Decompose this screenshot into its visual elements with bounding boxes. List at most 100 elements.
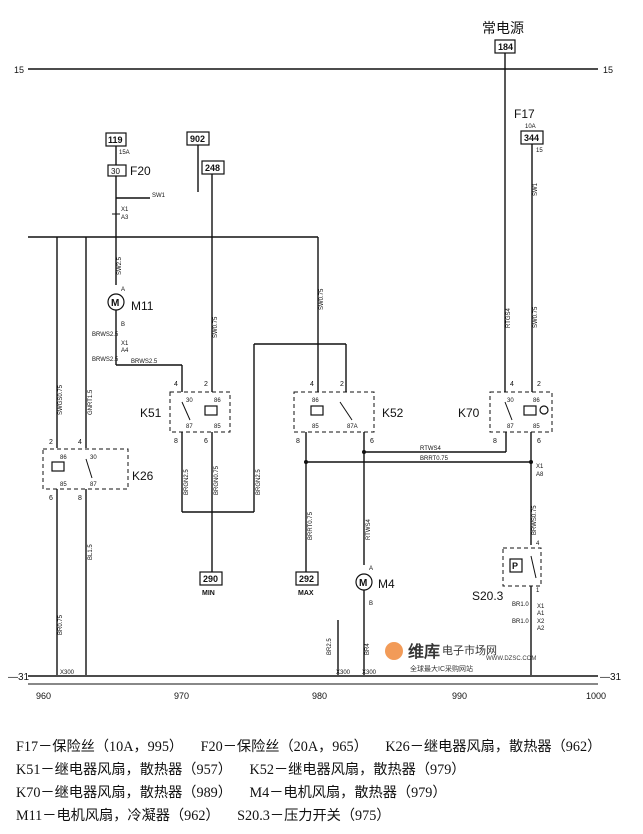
watermark-slogan: 全球最大IC采购网站 (410, 664, 473, 673)
legend-item: M4－电机风扇，散热器（979） (249, 785, 447, 801)
wire-bl15-label: BL1.5 (88, 544, 94, 560)
scale-980: 980 (312, 691, 327, 701)
k51-pin-2: 2 (204, 381, 208, 388)
k51-pin-86: 86 (214, 398, 221, 404)
legend-item: K52－继电器风扇，散热器（979） (249, 762, 466, 778)
k26-pin-4: 4 (78, 439, 82, 446)
f20-pin: 30 (111, 167, 120, 176)
k52-pin-2: 2 (340, 381, 344, 388)
k52-relay-box (293, 391, 375, 433)
watermark-logo: 维库 电子市场网 WWW.DZSC.COM 全球最大IC采购网站 (385, 642, 536, 673)
k26-pin-86: 86 (60, 455, 67, 461)
legend-item: S20.3－压力开关（975） (237, 808, 391, 824)
legend-item: K70－继电器风扇，散热器（989） (16, 785, 232, 801)
scale-970: 970 (174, 691, 189, 701)
sw1-f20-label: SW1 (152, 193, 166, 199)
wire-brrt075a-label: BRRT0.75 (308, 511, 314, 540)
wire-sw075c-label: SW0.75 (533, 306, 539, 328)
scale-1000: 1000 (586, 691, 606, 701)
k70-pin-87: 87 (507, 424, 514, 430)
power-source-label: 常电源 (482, 20, 524, 36)
terminal-902: 902 (190, 134, 205, 144)
scale-960: 960 (36, 691, 51, 701)
k26-pin-30: 30 (90, 455, 97, 461)
wire-brgn25b-label: BRGN2.5 (256, 469, 262, 495)
wire-br4-label: BR4 (365, 643, 371, 655)
legend-item: M11－电机风扇，冷凝器（962） (16, 808, 220, 824)
rail-15-right-label: 15 (603, 65, 613, 75)
rail-31-right-label: —31 (600, 672, 622, 683)
k52-label: K52 (382, 406, 404, 420)
s203-pin-4: 4 (536, 541, 540, 547)
k51-pin-30: 30 (186, 398, 193, 404)
terminal-290-box (199, 571, 223, 586)
k52-pin-86: 86 (312, 398, 319, 404)
terminal-min-label: MIN (202, 590, 215, 597)
a3-label: A3 (121, 215, 129, 221)
wire-brws25b-label: BRWS2.5 (92, 357, 119, 363)
legend-item: K26－继电器风扇，散热器（962） (385, 739, 602, 755)
wire-brgn25a-label: BRGN2.5 (184, 469, 190, 495)
k26-relay-box (42, 448, 129, 490)
k70-diode-icon (539, 405, 549, 415)
s203-pin-1: 1 (536, 588, 540, 594)
s203-label: S20.3 (472, 589, 504, 603)
x300-left: X300 (60, 670, 75, 676)
k70-pin-86: 86 (533, 398, 540, 404)
k52-pin-8: 8 (296, 438, 300, 445)
f17-label: F17 (514, 107, 535, 121)
k26-pin-6: 6 (49, 495, 53, 502)
scale-990: 990 (452, 691, 467, 701)
k52-pin-4: 4 (310, 381, 314, 388)
conn-x2-s20: X2 (537, 619, 545, 625)
terminal-248-box (201, 160, 225, 175)
rail-31-left-label: —31 (8, 672, 30, 683)
k51-label: K51 (140, 406, 162, 420)
conn-a2-s20: A2 (537, 626, 545, 632)
rail-31-right-value: 31 (610, 672, 622, 683)
rail-31-left-value: 31 (18, 672, 30, 683)
s203-switch-box (502, 547, 542, 587)
m11-pin-a: A (121, 287, 125, 293)
wire-br075-label: BR0.75 (58, 614, 64, 635)
k52-switch-contact (339, 401, 353, 421)
wire-br10a-label: BR1.0 (512, 602, 529, 608)
wire-brws25a-label: BRWS2.5 (92, 332, 119, 338)
watermark-url: WWW.DZSC.COM (486, 656, 536, 662)
terminal-290: 290 (203, 574, 218, 584)
k52-pin-6: 6 (370, 438, 374, 445)
x1-a8-x1: X1 (536, 464, 544, 470)
wire-brws25c-label: BRWS2.5 (131, 359, 158, 365)
k51-pin-8: 8 (174, 438, 178, 445)
rail-15-left-label: 15 (14, 65, 24, 75)
terminal-max-label: MAX (298, 590, 314, 597)
f20-fuse-box (107, 164, 127, 177)
legend-item: K51－继电器风扇，散热器（957） (16, 762, 232, 778)
s203-pressure-icon (509, 558, 523, 573)
terminal-248: 248 (205, 163, 220, 173)
k26-pin-85: 85 (60, 482, 67, 488)
conn-a1-s20: A1 (537, 611, 545, 617)
sw1-f17-label: SW1 (533, 182, 539, 196)
k51-pin-6: 6 (204, 438, 208, 445)
conn-x1-s20: X1 (537, 604, 545, 610)
k52-pin-87a: 87A (347, 424, 358, 430)
k52-coil-icon (310, 405, 324, 416)
m11-motor-glyph: M (111, 298, 119, 309)
k26-coil-icon (51, 461, 65, 472)
k52-pin-85: 85 (312, 424, 319, 430)
watermark-site: 电子市场网 (442, 643, 497, 657)
f20-label: F20 (130, 164, 151, 178)
k70-pin-8: 8 (493, 438, 497, 445)
k70-pin-85: 85 (533, 424, 540, 430)
k70-pin-2: 2 (537, 381, 541, 388)
wire-gnrt15-label: GNRT1.5 (88, 389, 94, 415)
k26-pin-87: 87 (90, 482, 97, 488)
wire-brgn075-label: BRGN0.75 (214, 465, 220, 495)
f17-pin: 15 (536, 148, 543, 154)
k51-relay-box (169, 391, 231, 433)
k70-switch-contact (504, 401, 513, 421)
f20-rating: 15A (119, 150, 130, 156)
wire-sw075a-label: SW0.75 (213, 316, 219, 338)
